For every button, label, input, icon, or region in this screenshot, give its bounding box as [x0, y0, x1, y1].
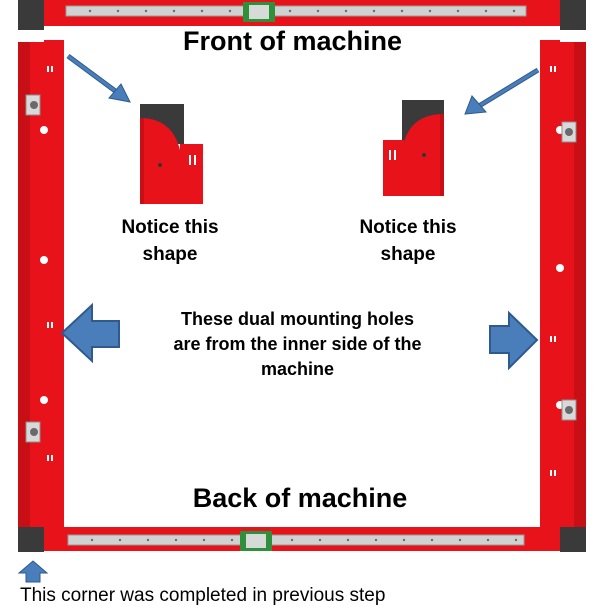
corner-block-bottom-right — [560, 525, 586, 552]
notice-right-label: Notice this shape — [338, 214, 478, 268]
right-side-plate — [540, 40, 586, 527]
pointer-arrow-left — [66, 53, 131, 103]
mounting-holes-note: These dual mounting holes are from the i… — [135, 307, 460, 382]
left-bracket-top — [25, 94, 41, 116]
bottom-rail-assembly — [44, 527, 560, 551]
notice-left-line-1: Notice this — [121, 217, 219, 238]
front-of-machine-label: Front of machine — [182, 26, 402, 56]
left-side-plate — [18, 40, 64, 527]
notice-left-line-2: shape — [142, 244, 198, 265]
notice-left-label: Notice this shape — [100, 214, 240, 268]
notice-right-line-2: shape — [380, 244, 436, 265]
block-arrow-left — [60, 302, 120, 364]
right-detail-part — [383, 100, 444, 196]
notice-right-line-1: Notice this — [359, 217, 457, 238]
corner-block-top-left — [18, 0, 44, 30]
right-bracket-top — [561, 121, 577, 143]
mounting-holes-line-2: are from the inner side of the — [173, 334, 422, 354]
back-of-machine-label: Back of machine — [192, 483, 408, 513]
corner-block-top-right — [560, 0, 586, 30]
footer-note: This corner was completed in previous st… — [20, 585, 386, 606]
left-bracket-bottom — [25, 421, 41, 443]
mounting-holes-line-1: These dual mounting holes — [180, 309, 414, 329]
left-detail-part — [140, 104, 203, 204]
pointer-arrow-right — [464, 67, 540, 115]
top-rail-assembly — [44, 0, 560, 26]
footer-up-arrow — [17, 560, 49, 583]
corner-block-bottom-left — [18, 525, 44, 552]
mounting-holes-line-3: machine — [260, 359, 335, 379]
right-bracket-bottom — [561, 399, 577, 421]
block-arrow-right — [489, 310, 539, 371]
